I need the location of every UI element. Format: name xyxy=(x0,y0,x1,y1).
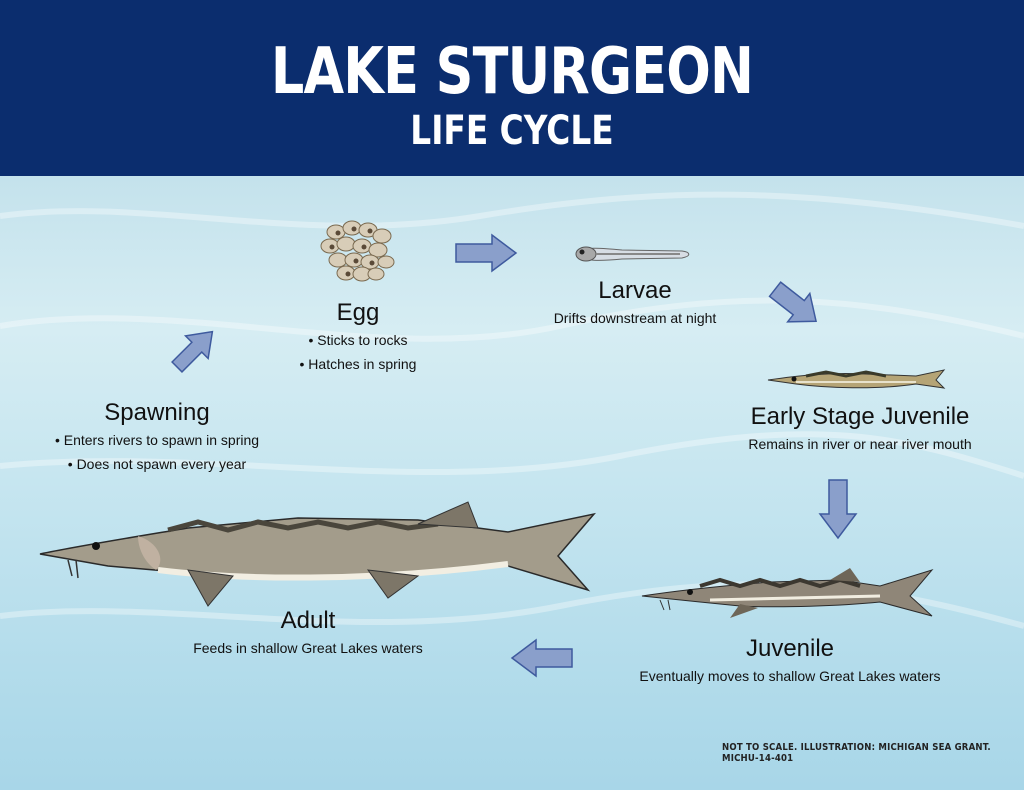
juvenile-label: Juvenile xyxy=(745,635,835,662)
early-juvenile-description: Remains in river or near river mouth xyxy=(748,436,972,452)
arrow-spawning-to-egg xyxy=(171,330,214,373)
water-background xyxy=(0,176,1024,790)
spawning-bullet-2: • Does not spawn every year xyxy=(67,456,247,472)
adult-label: Adult xyxy=(280,607,336,634)
egg-label: Egg xyxy=(336,299,380,326)
stage-larvae: Larvae Drifts downstream at night xyxy=(530,276,740,330)
adult-sturgeon-illustration xyxy=(39,501,597,607)
stage-spawning: Spawning • Enters rivers to spawn in spr… xyxy=(42,398,272,476)
egg-bullet-1: • Sticks to rocks xyxy=(308,332,408,348)
juvenile-description: Eventually moves to shallow Great Lakes … xyxy=(639,668,941,684)
stage-egg: Egg • Sticks to rocks • Hatches in sprin… xyxy=(278,298,438,376)
title-banner: LAKE STURGEON LIFE CYCLE xyxy=(0,0,1024,176)
juvenile-illustration xyxy=(641,568,934,618)
diagram-subtitle: LIFE CYCLE xyxy=(410,108,614,154)
early-juvenile-illustration xyxy=(767,369,946,389)
arrow-larvae-to-early-juvenile xyxy=(768,281,817,323)
larvae-description: Drifts downstream at night xyxy=(553,310,717,326)
egg-cluster-illustration xyxy=(320,220,395,282)
water-ripples xyxy=(0,191,1024,629)
arrow-juvenile-to-adult xyxy=(510,638,573,678)
larvae-label: Larvae xyxy=(598,277,672,304)
spawning-label: Spawning xyxy=(104,399,210,426)
egg-bullet-2: • Hatches in spring xyxy=(299,356,417,372)
illustration-credit: NOT TO SCALE. ILLUSTRATION: MICHIGAN SEA… xyxy=(722,742,991,764)
larvae-illustration xyxy=(575,246,690,262)
stage-early-juvenile: Early Stage Juvenile Remains in river or… xyxy=(720,402,1000,456)
adult-description: Feeds in shallow Great Lakes waters xyxy=(193,640,423,656)
stage-adult: Adult Feeds in shallow Great Lakes water… xyxy=(180,606,436,660)
spawning-bullet-1: • Enters rivers to spawn in spring xyxy=(54,432,260,448)
arrow-egg-to-larvae xyxy=(455,233,518,273)
early-juvenile-label: Early Stage Juvenile xyxy=(750,403,970,430)
diagram-title: LAKE STURGEON xyxy=(270,35,754,109)
arrow-early-juvenile-to-juvenile xyxy=(818,479,858,540)
stage-juvenile: Juvenile Eventually moves to shallow Gre… xyxy=(620,634,960,688)
